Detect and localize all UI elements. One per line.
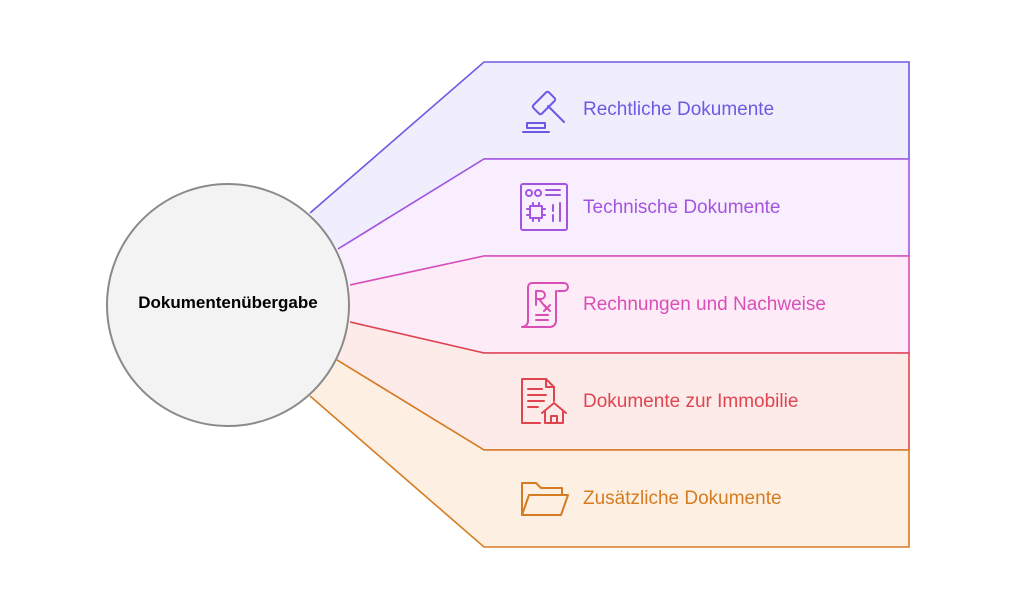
gavel-icon (522, 90, 565, 133)
hub-circle (106, 183, 350, 427)
branch-band-zusaetzliche (309, 359, 910, 548)
document-house-icon (521, 378, 567, 424)
branch-label-immobilie: Dokumente zur Immobilie (583, 391, 799, 412)
prescription-receipt-icon (521, 282, 569, 328)
branch-label-rechnungen: Rechnungen und Nachweise (583, 294, 826, 315)
branch-label-rechtliche: Rechtliche Dokumente (583, 99, 775, 120)
circuit-document-icon (520, 183, 568, 231)
branch-label-technische: Technische Dokumente (583, 197, 781, 218)
folder-icon (521, 482, 569, 516)
branch-label-zusaetzliche: Zusätzliche Dokumente (583, 488, 782, 509)
hub-label: Dokumentenübergabe (138, 293, 318, 312)
